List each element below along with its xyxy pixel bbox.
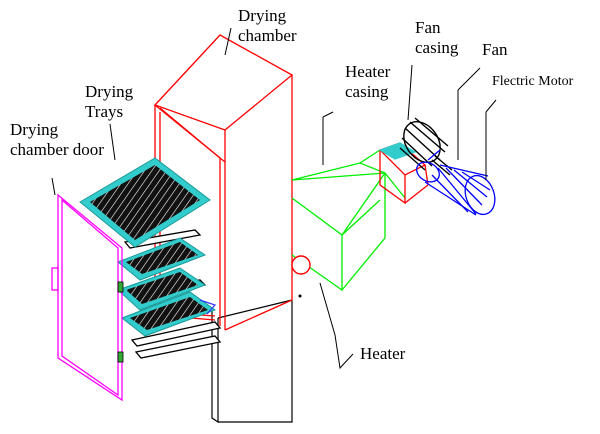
leader-drying-chamber-door bbox=[51, 177, 56, 196]
label-drying-chamber: Drying chamber bbox=[238, 6, 297, 45]
label-electric-motor: Flectric Motor bbox=[492, 74, 574, 89]
chamber-base bbox=[211, 299, 293, 424]
leader-fan-casing bbox=[407, 64, 413, 121]
airflow-arrow bbox=[199, 299, 217, 315]
leader-drying-chamber bbox=[224, 27, 232, 56]
leader-drying-trays bbox=[109, 123, 116, 161]
leader-heater-casing bbox=[322, 111, 334, 118]
label-drying-chamber-door: Drying chamber door bbox=[10, 120, 104, 159]
tray-3 bbox=[117, 267, 207, 311]
label-heater-casing: Heater casing bbox=[345, 62, 391, 101]
leader-fan bbox=[457, 67, 481, 91]
leader-lines bbox=[51, 27, 497, 370]
tray-2 bbox=[117, 237, 207, 281]
label-heater: Heater bbox=[360, 344, 406, 363]
label-drying-trays: Drying Trays bbox=[85, 82, 134, 121]
electric-motor bbox=[416, 149, 496, 216]
tray-bottom bbox=[120, 291, 217, 337]
heater bbox=[291, 255, 311, 298]
drying-chamber-door bbox=[51, 193, 124, 402]
label-fan-casing: Fan casing bbox=[415, 18, 459, 57]
label-fan: Fan bbox=[482, 40, 508, 59]
heater-casing bbox=[291, 149, 406, 292]
tray-top bbox=[79, 157, 211, 248]
leader-electric-motor bbox=[485, 99, 497, 113]
drying-trays bbox=[79, 157, 217, 337]
leader-heater bbox=[319, 282, 354, 370]
